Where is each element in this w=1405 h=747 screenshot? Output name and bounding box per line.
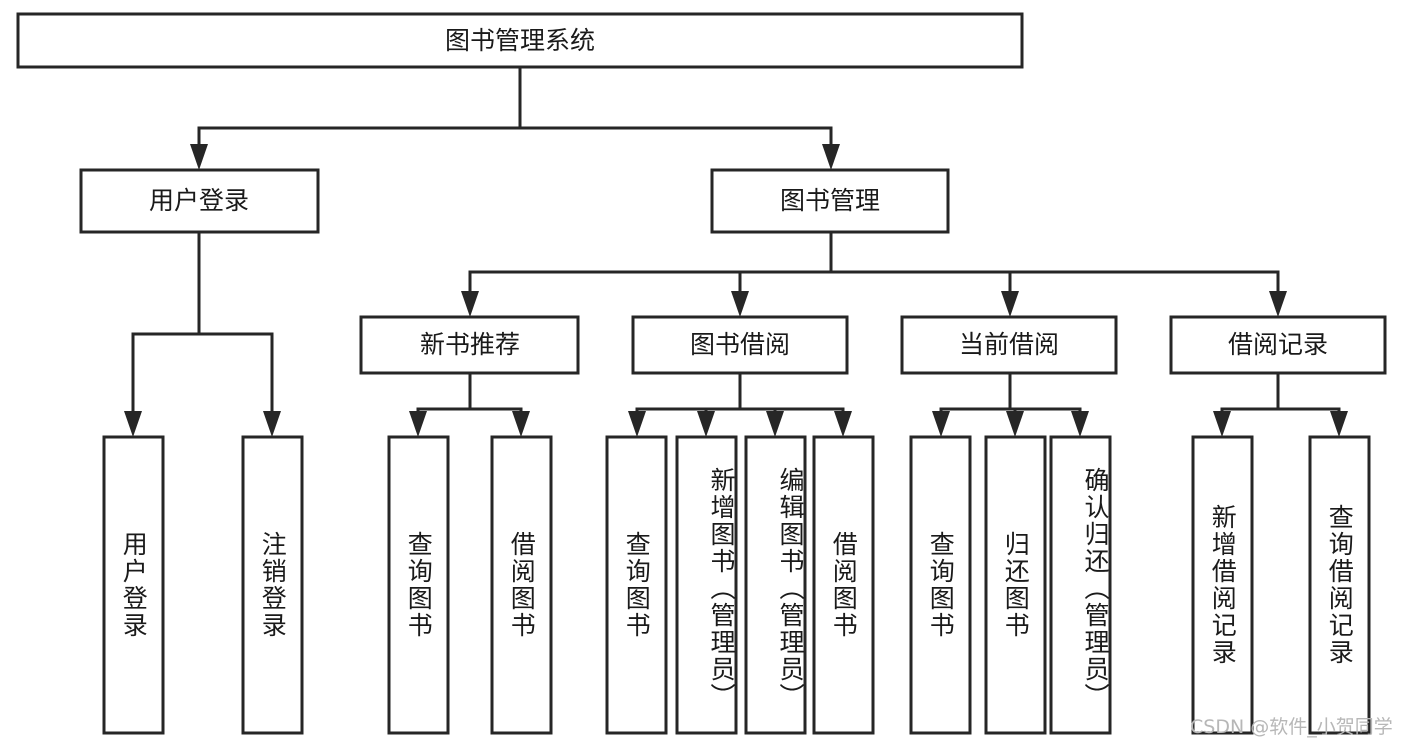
arrow-head-icon	[1006, 411, 1024, 437]
connector-group-userlogin	[124, 230, 281, 437]
node-root-label: 图书管理系统	[445, 26, 595, 55]
node-borrow-record-box[interactable]	[1169, 315, 1387, 375]
arrow-head-icon	[1330, 411, 1348, 437]
leaf-box-current-borrow-1[interactable]	[909, 435, 972, 735]
connector-group-currentborrow	[932, 371, 1089, 437]
node-current-borrow[interactable]: 当前借阅	[900, 315, 1118, 375]
node-book-management-box[interactable]	[710, 168, 950, 234]
connector-group-newbook	[409, 371, 530, 437]
node-borrow-record[interactable]: 借阅记录	[1169, 315, 1387, 375]
node-new-book-recommend-label: 新书推荐	[420, 330, 520, 359]
leaf-box-new-book-2[interactable]	[490, 435, 553, 735]
arrow-head-icon	[1269, 291, 1287, 317]
leaf-box-new-book-1[interactable]	[387, 435, 450, 735]
node-root-box[interactable]	[16, 12, 1024, 69]
leaf-box-book-borrow-2[interactable]	[675, 435, 738, 735]
node-book-borrow[interactable]: 图书借阅	[631, 315, 849, 375]
arrow-head-icon	[731, 291, 749, 317]
node-current-borrow-label: 当前借阅	[959, 330, 1059, 359]
leaf-box-book-borrow-3[interactable]	[744, 435, 807, 735]
node-user-login-label: 用户登录	[149, 186, 249, 215]
arrow-head-icon	[822, 144, 840, 170]
arrow-head-icon	[1213, 411, 1231, 437]
connector-group-bookborrow	[628, 371, 852, 437]
leaf-box-book-borrow-4[interactable]	[812, 435, 875, 735]
node-book-borrow-box[interactable]	[631, 315, 849, 375]
arrow-head-icon	[834, 411, 852, 437]
arrow-head-icon	[461, 291, 479, 317]
node-user-login[interactable]: 用户登录	[79, 168, 320, 234]
arrow-head-icon	[1071, 411, 1089, 437]
node-current-borrow-box[interactable]	[900, 315, 1118, 375]
node-new-book-recommend[interactable]: 新书推荐	[359, 315, 580, 375]
leaf-box-current-borrow-3[interactable]	[1049, 435, 1112, 735]
leaf-box-book-borrow-1[interactable]	[605, 435, 668, 735]
watermark-text: CSDN @软件_小贺同学	[1190, 716, 1393, 738]
node-borrow-record-label: 借阅记录	[1228, 330, 1328, 359]
arrow-head-icon	[932, 411, 950, 437]
arrow-head-icon	[190, 144, 208, 170]
arrow-head-icon	[124, 411, 142, 437]
leaf-box-borrow-record-2[interactable]	[1308, 435, 1371, 735]
node-book-management[interactable]: 图书管理	[710, 168, 950, 234]
connector-group-borrowrecord	[1213, 371, 1348, 437]
arrow-head-icon	[628, 411, 646, 437]
leaf-box-current-borrow-2[interactable]	[984, 435, 1047, 735]
node-book-management-label: 图书管理	[780, 186, 880, 215]
arrow-head-icon	[1001, 291, 1019, 317]
node-new-book-recommend-box[interactable]	[359, 315, 580, 375]
arrow-head-icon	[263, 411, 281, 437]
leaf-box-user-login-2[interactable]	[241, 435, 304, 735]
arrow-head-icon	[697, 411, 715, 437]
node-root[interactable]: 图书管理系统	[16, 12, 1024, 69]
connector-group-bookmgmt	[461, 230, 1287, 317]
arrow-head-icon	[512, 411, 530, 437]
arrow-head-icon	[409, 411, 427, 437]
connector-group-root	[190, 65, 840, 170]
node-user-login-box[interactable]	[79, 168, 320, 234]
arrow-head-icon	[766, 411, 784, 437]
leaf-box-borrow-record-1[interactable]	[1191, 435, 1254, 735]
leaf-box-user-login-1[interactable]	[102, 435, 165, 735]
node-book-borrow-label: 图书借阅	[690, 330, 790, 359]
